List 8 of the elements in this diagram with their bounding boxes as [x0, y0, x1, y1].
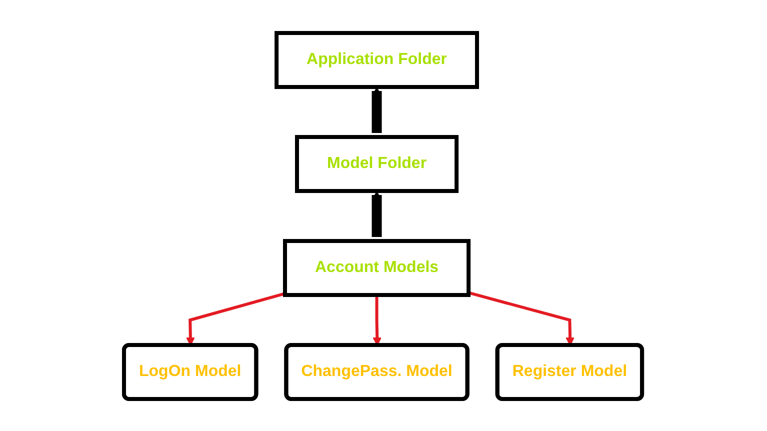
arrow	[468, 290, 575, 346]
arrow	[373, 294, 382, 346]
node-box: Model Folder	[295, 134, 460, 192]
node-box: Application Folder	[275, 30, 480, 88]
node-box: Account Models	[283, 238, 472, 296]
arrow	[186, 292, 286, 346]
arrow	[372, 190, 382, 236]
arrow	[372, 86, 382, 132]
